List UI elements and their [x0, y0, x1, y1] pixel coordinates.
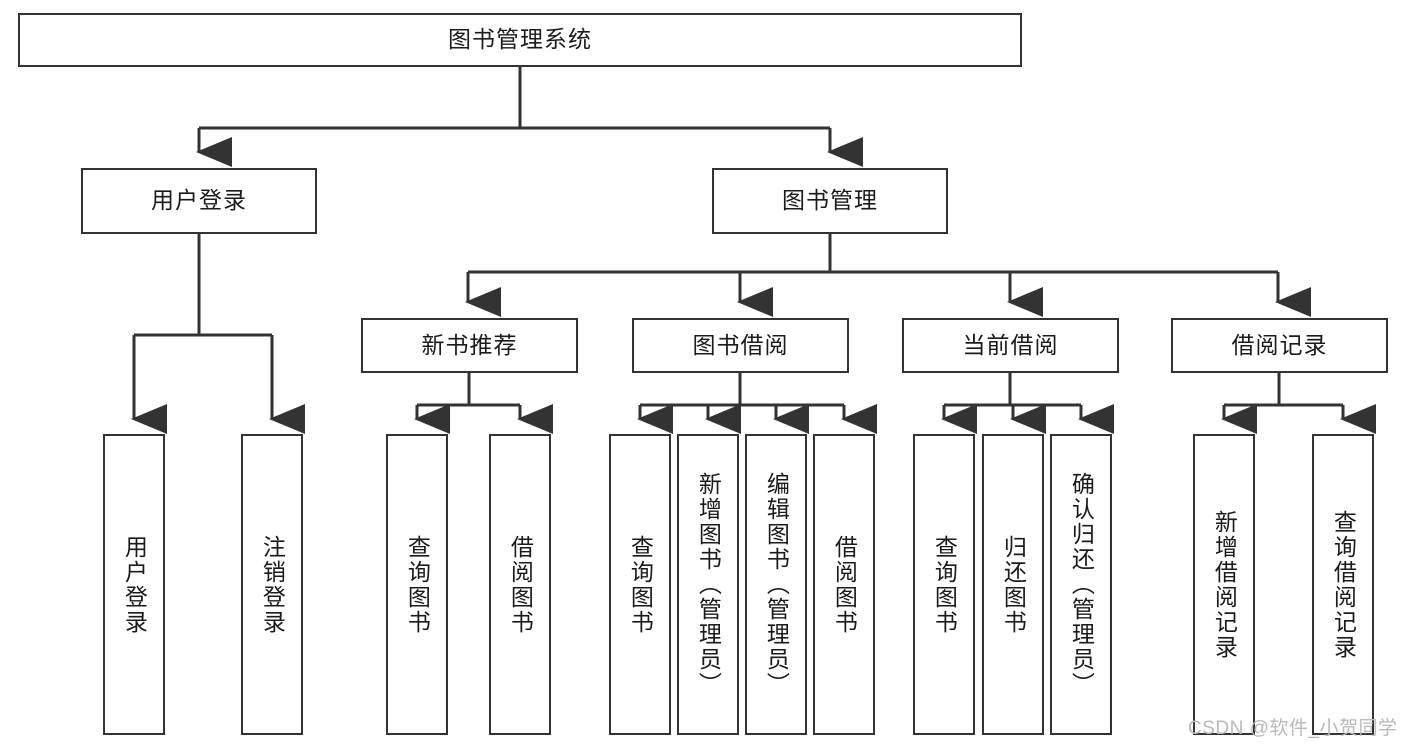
node-book-borrow[interactable]: 图书借阅 — [632, 318, 849, 373]
node-new-book-recommend[interactable]: 新书推荐 — [361, 318, 578, 373]
leaf-book-borrow-query-book[interactable]: 查询图书 — [609, 434, 671, 735]
leaf-label: 确认归还（管理员） — [1068, 472, 1095, 697]
leaf-label: 新增借阅记录 — [1211, 509, 1238, 660]
leaf-label: 查询借阅记录 — [1330, 509, 1357, 660]
leaf-current-borrow-return-book[interactable]: 归还图书 — [982, 434, 1044, 735]
watermark-text: CSDN @软件_小贺同学 — [1188, 718, 1398, 739]
leaf-label: 借阅图书 — [507, 534, 534, 635]
leaf-label: 注销登录 — [259, 534, 286, 635]
leaf-user-login-logout[interactable]: 注销登录 — [241, 434, 303, 735]
leaf-book-borrow-add-book-admin[interactable]: 新增图书（管理员） — [677, 434, 739, 735]
node-root-book-management-system[interactable]: 图书管理系统 — [18, 13, 1022, 67]
leaf-borrow-record-add-record[interactable]: 新增借阅记录 — [1193, 434, 1255, 735]
leaf-label: 新增图书（管理员） — [695, 472, 722, 697]
node-current-borrow[interactable]: 当前借阅 — [902, 318, 1119, 373]
node-borrow-record[interactable]: 借阅记录 — [1171, 318, 1388, 373]
leaf-new-book-borrow-book[interactable]: 借阅图书 — [489, 434, 551, 735]
leaf-label: 借阅图书 — [831, 534, 858, 635]
leaf-label: 查询图书 — [931, 534, 958, 635]
node-user-login[interactable]: 用户登录 — [81, 168, 317, 234]
leaf-label: 编辑图书（管理员） — [763, 472, 790, 697]
leaf-borrow-record-query-record[interactable]: 查询借阅记录 — [1312, 434, 1374, 735]
leaf-current-borrow-confirm-return-admin[interactable]: 确认归还（管理员） — [1050, 434, 1112, 735]
leaf-new-book-query-book[interactable]: 查询图书 — [386, 434, 448, 735]
node-book-management[interactable]: 图书管理 — [712, 168, 948, 234]
leaf-book-borrow-edit-book-admin[interactable]: 编辑图书（管理员） — [745, 434, 807, 735]
leaf-book-borrow-borrow-book[interactable]: 借阅图书 — [813, 434, 875, 735]
leaf-label: 用户登录 — [121, 534, 148, 635]
leaf-label: 归还图书 — [1000, 534, 1027, 635]
leaf-label: 查询图书 — [627, 534, 654, 635]
leaf-current-borrow-query-book[interactable]: 查询图书 — [913, 434, 975, 735]
leaf-user-login-user-login[interactable]: 用户登录 — [103, 434, 165, 735]
leaf-label: 查询图书 — [404, 534, 431, 635]
